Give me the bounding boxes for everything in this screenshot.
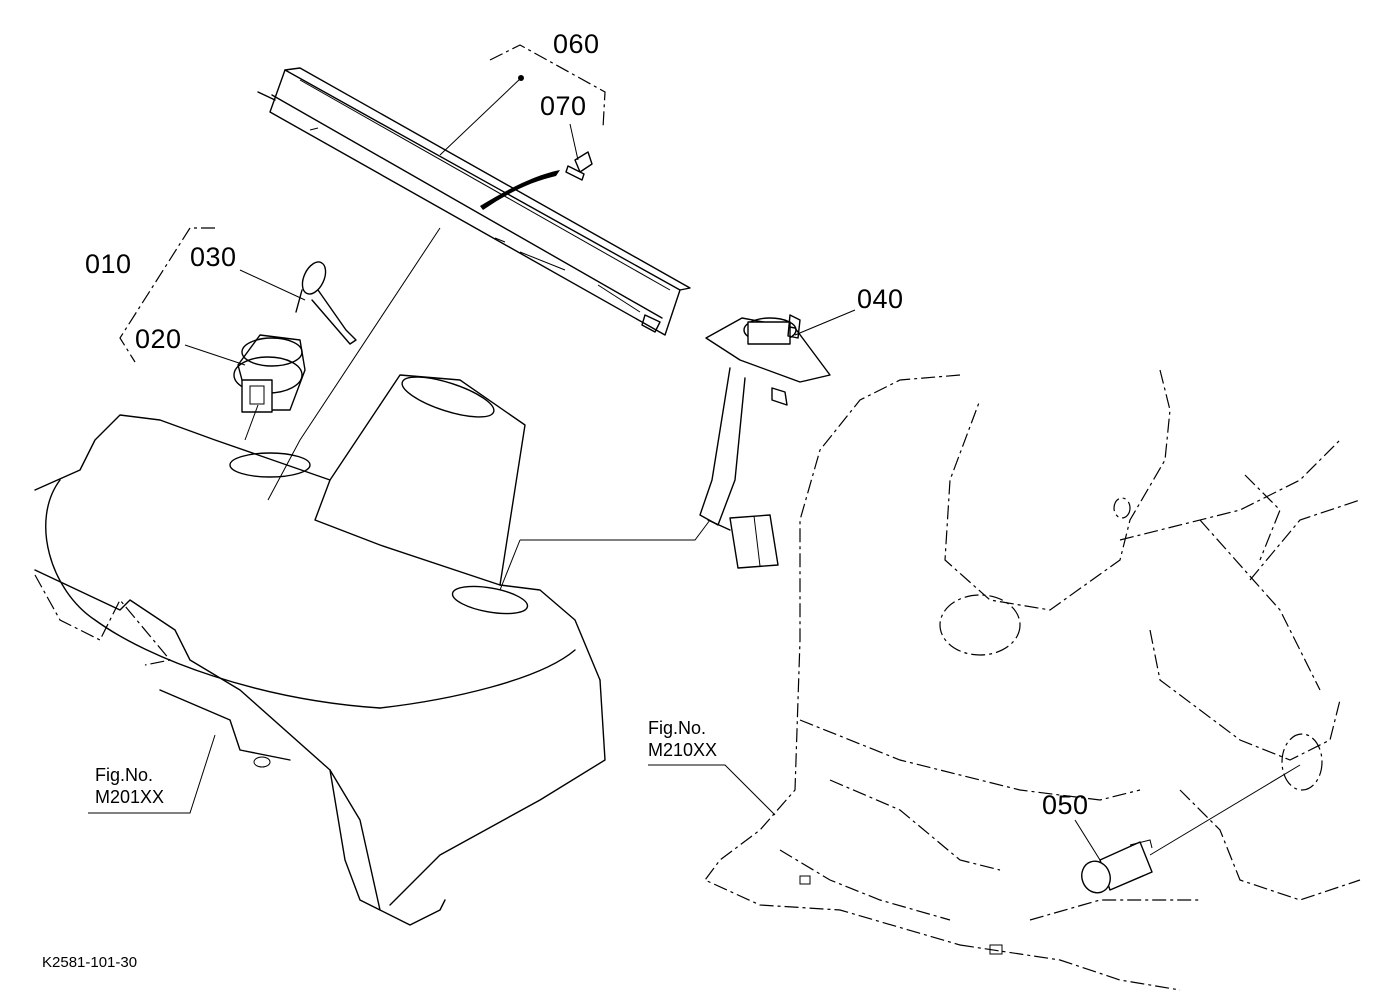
- figure-ref-left-line2: M201XX: [95, 787, 165, 807]
- key-drawing: [295, 261, 357, 345]
- key-switch-drawing: [233, 334, 306, 413]
- drawing-code: K2581-101-30: [42, 954, 138, 971]
- meter-panel-drawing: [257, 67, 691, 336]
- figure-ref-left: Fig.No. M201XX: [95, 764, 164, 808]
- bolt-drawing: [565, 151, 593, 181]
- figure-ref-right-line2: M210XX: [648, 740, 718, 760]
- part-label-050: 050: [1042, 790, 1089, 820]
- leader-lines: [88, 75, 1301, 861]
- group-brackets: [119, 44, 606, 363]
- socket-drawing: [1081, 839, 1153, 894]
- figure-ref-left-line1: Fig.No.: [95, 765, 154, 785]
- harness-drawing: [699, 314, 831, 569]
- figure-ref-right-line1: Fig.No.: [648, 718, 707, 738]
- cabin-frame-drawing: [704, 369, 1361, 991]
- part-label-010: 010: [85, 249, 132, 279]
- part-label-070: 070: [540, 91, 587, 121]
- dash-housing-drawing: [34, 374, 606, 926]
- part-label-040: 040: [857, 284, 904, 314]
- part-label-060: 060: [553, 29, 600, 59]
- figure-ref-right: Fig.No. M210XX: [648, 717, 717, 761]
- part-label-020: 020: [135, 324, 182, 354]
- part-label-030: 030: [190, 242, 237, 272]
